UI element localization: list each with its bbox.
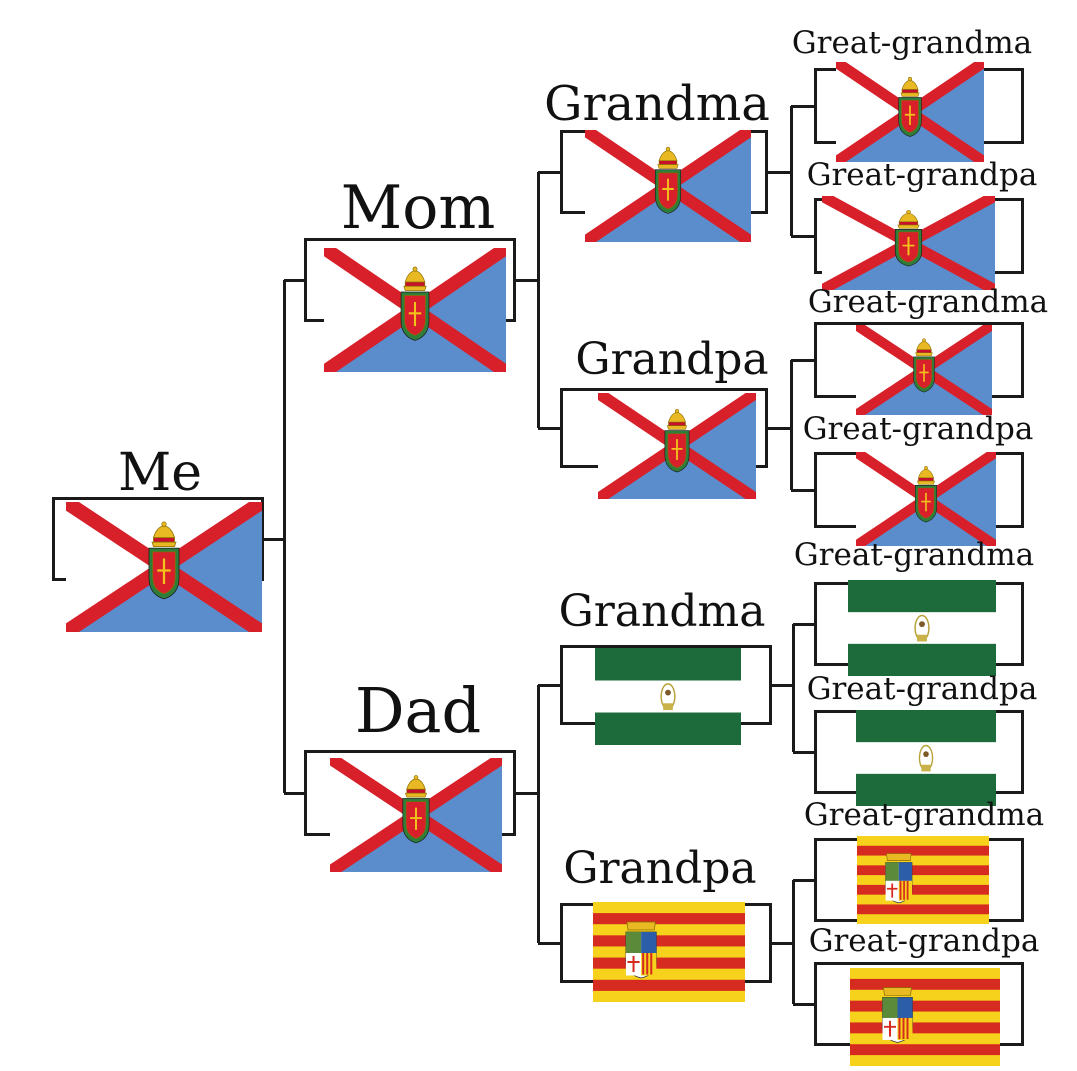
andalusia-flag-icon <box>595 648 741 745</box>
node-label-gg1: Great-grandma <box>791 25 1033 61</box>
connector-line <box>793 1002 814 1006</box>
connector-line <box>791 880 795 1004</box>
connector-line <box>284 278 304 282</box>
node-label-gg8: Great-grandpa <box>808 923 1040 959</box>
connector-line <box>791 104 814 108</box>
connector-line <box>791 234 814 238</box>
connector-line <box>791 358 814 362</box>
node-label-mom-grandma: Grandma <box>544 76 770 132</box>
node-label-gg7: Great-grandma <box>803 797 1045 833</box>
connector-line <box>768 170 791 174</box>
aragon-flag-icon <box>593 902 745 1002</box>
connector-line <box>536 172 540 428</box>
node-label-mom: Mom <box>340 173 496 243</box>
connector-line <box>791 624 795 752</box>
connector-line <box>264 537 284 541</box>
node-label-gg2: Great-grandpa <box>806 157 1038 193</box>
connector-line <box>538 170 560 174</box>
connector-line <box>538 426 560 430</box>
connector-line <box>789 360 793 490</box>
node-label-mom-grandpa: Grandpa <box>575 334 769 385</box>
connector-line <box>768 426 791 430</box>
connector-line <box>793 622 814 626</box>
connector-line <box>536 685 540 943</box>
madrid-region-flag-icon <box>822 196 995 290</box>
connector-line <box>772 683 793 687</box>
madrid-region-flag-icon <box>856 325 992 415</box>
connector-line <box>791 488 814 492</box>
madrid-region-flag-icon <box>324 248 506 372</box>
madrid-region-flag-icon <box>330 758 502 872</box>
node-label-gg3: Great-grandma <box>807 284 1049 320</box>
madrid-region-flag-icon <box>598 393 756 499</box>
node-label-me: Me <box>117 443 203 503</box>
connector-line <box>284 791 304 795</box>
connector-line <box>282 280 286 793</box>
andalusia-flag-icon <box>856 710 996 806</box>
madrid-region-flag-icon <box>836 62 984 162</box>
connector-line <box>538 941 560 945</box>
node-label-gg6: Great-grandpa <box>806 671 1038 707</box>
node-label-dad: Dad <box>354 674 482 747</box>
madrid-region-flag-icon <box>856 452 996 546</box>
connector-line <box>538 683 560 687</box>
connector-line <box>772 941 793 945</box>
madrid-region-flag-icon <box>66 502 262 632</box>
connector-line <box>516 791 538 795</box>
madrid-region-flag-icon <box>585 130 751 242</box>
connector-line <box>793 750 814 754</box>
connector-line <box>793 878 814 882</box>
connector-line <box>789 106 793 236</box>
node-label-dad-grandpa: Grandpa <box>563 843 757 894</box>
aragon-flag-icon <box>850 968 1000 1066</box>
node-label-gg4: Great-grandpa <box>802 411 1034 447</box>
aragon-flag-icon <box>857 836 989 924</box>
andalusia-flag-icon <box>848 580 996 676</box>
connector-line <box>516 278 538 282</box>
node-label-gg5: Great-grandma <box>793 537 1035 573</box>
node-label-dad-grandma: Grandma <box>558 586 766 637</box>
